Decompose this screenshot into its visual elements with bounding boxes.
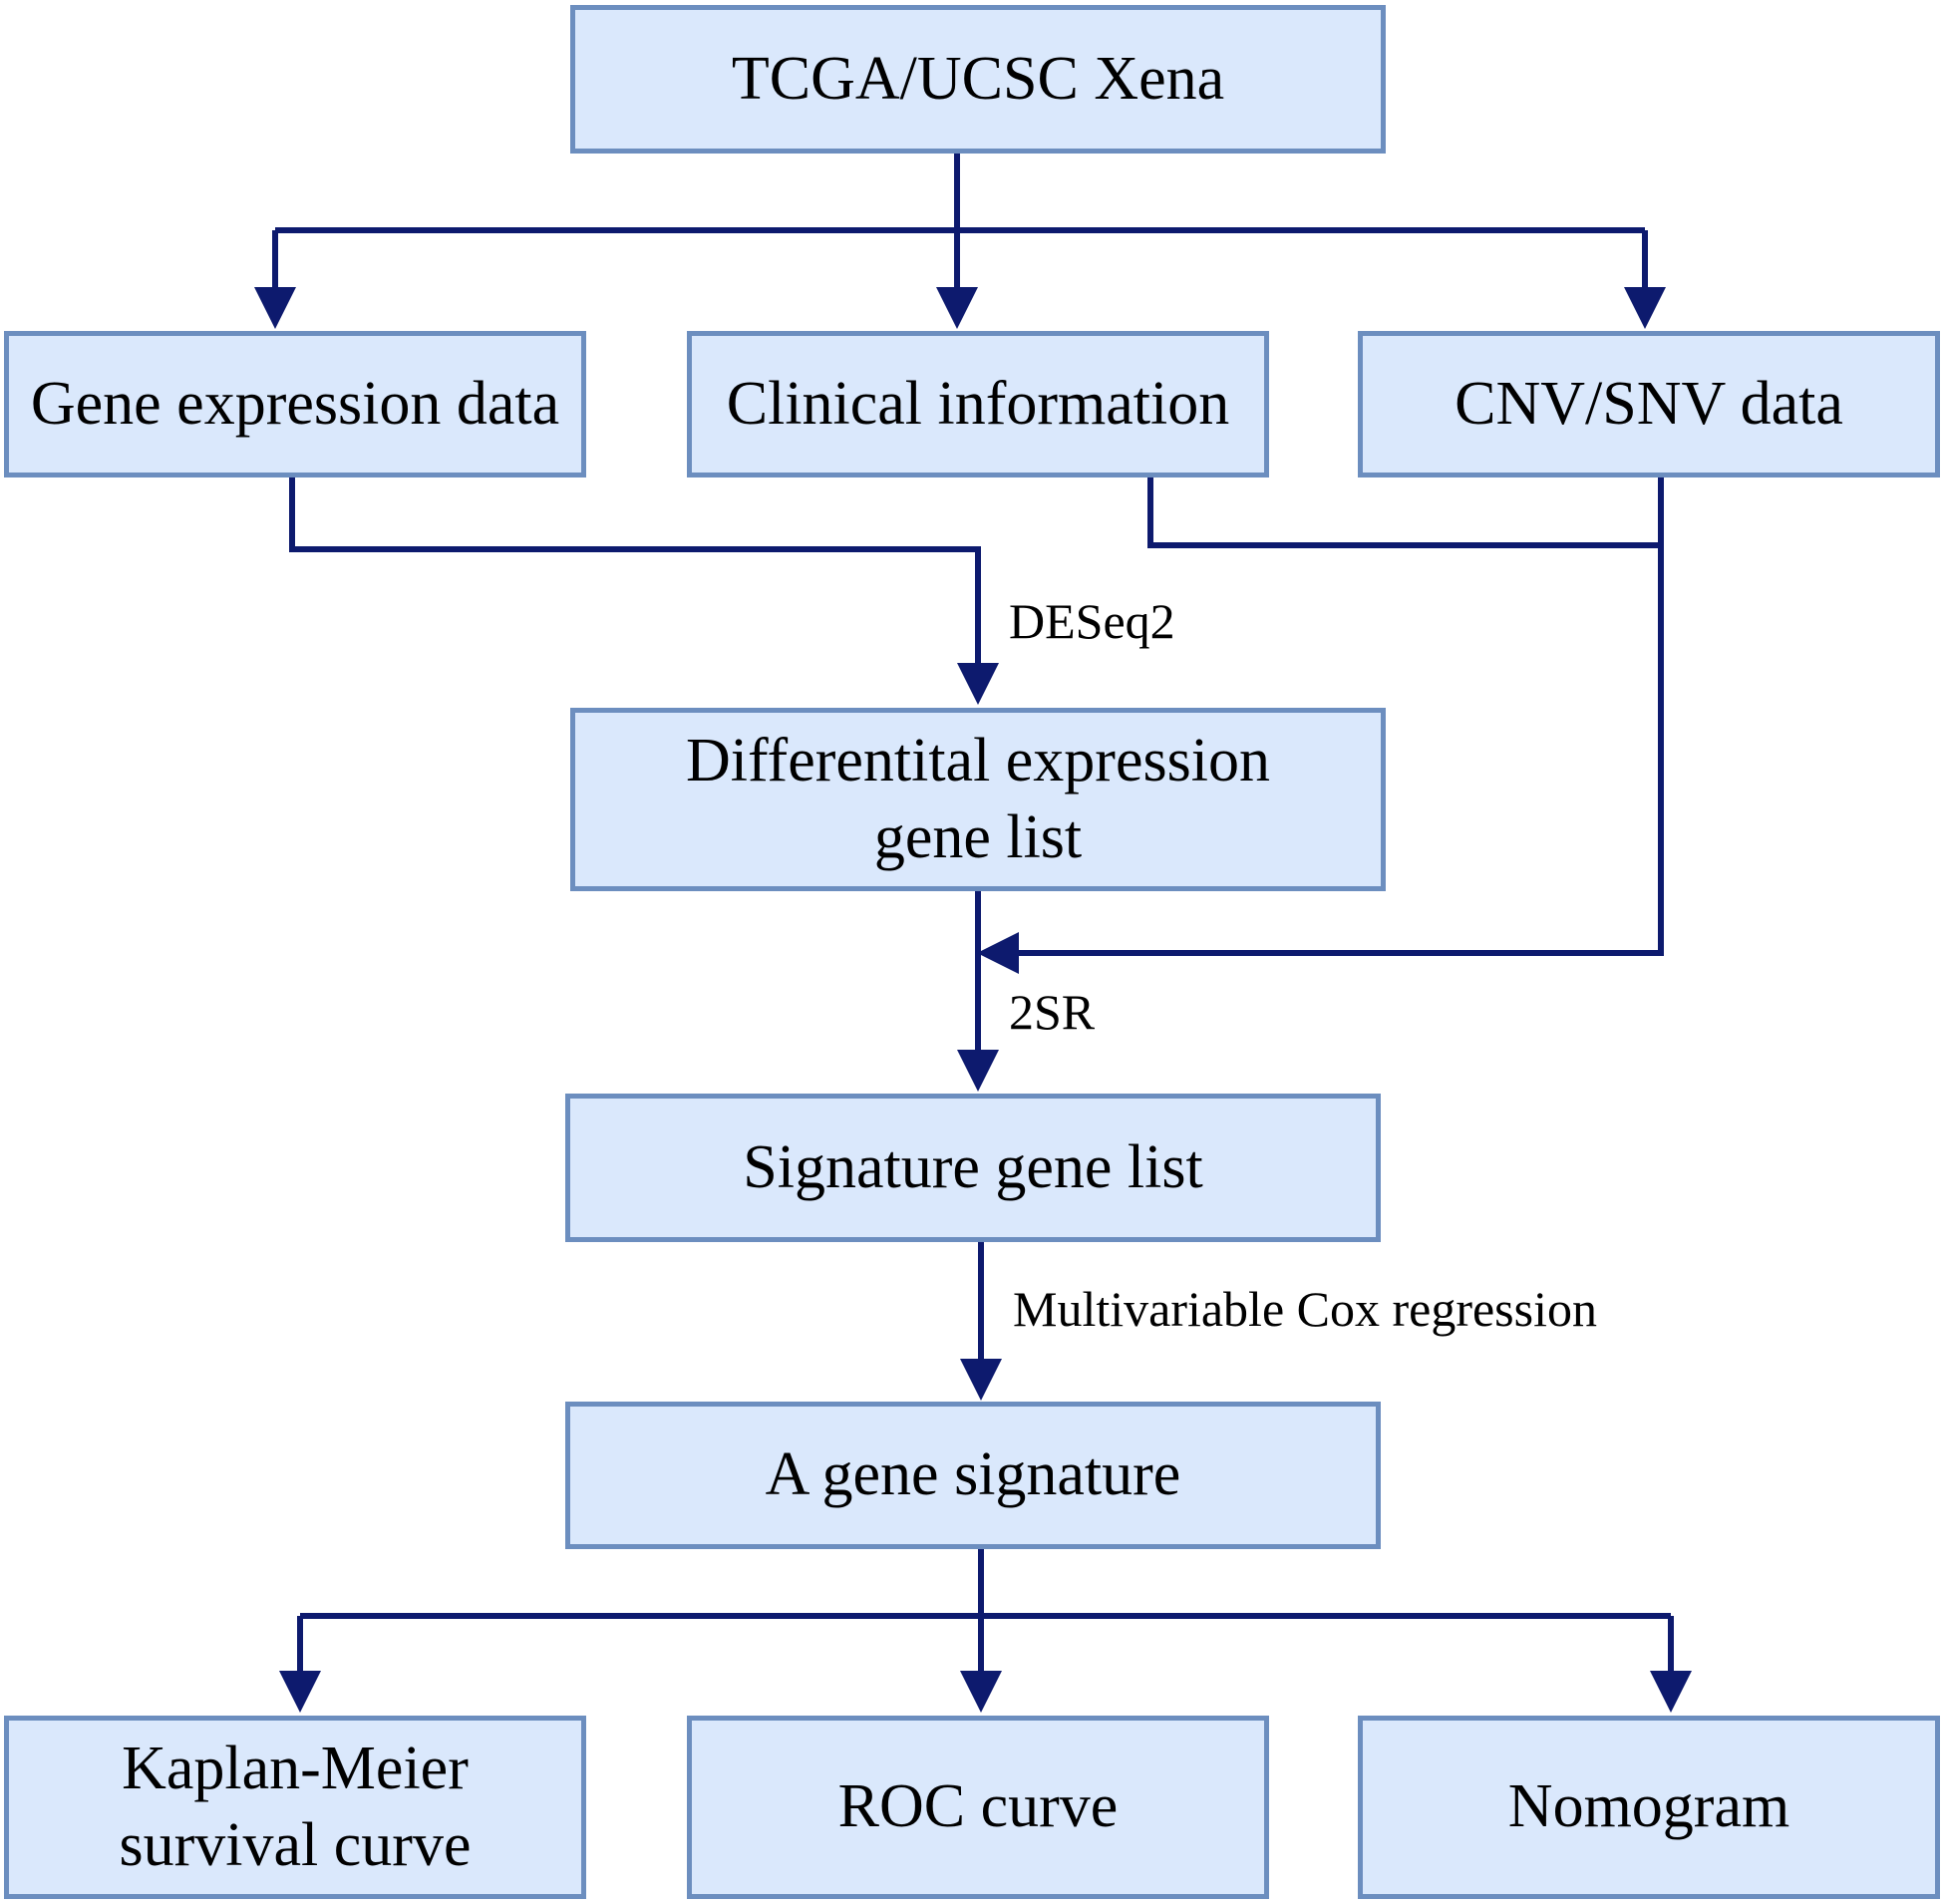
arrowhead-to-nomogram bbox=[1650, 1671, 1692, 1713]
node-kaplan-meier-survival-curve: Kaplan-Meier survival curve bbox=[4, 1716, 586, 1899]
node-nomogram: Nomogram bbox=[1358, 1716, 1940, 1899]
node-label-line-2: survival curve bbox=[119, 1811, 472, 1879]
node-label-line-1: Kaplan-Meier bbox=[122, 1734, 469, 1802]
node-label-line-1: Differentital expression bbox=[686, 726, 1270, 794]
arrowhead-to-gene-signature bbox=[960, 1359, 1002, 1401]
node-label-line-2: gene list bbox=[873, 803, 1083, 871]
arrowhead-merge-into-2sr bbox=[977, 932, 1019, 974]
arrowhead-to-clinical bbox=[936, 287, 978, 329]
arrowhead-to-roc bbox=[960, 1671, 1002, 1713]
node-label-group: Differentital expression gene list bbox=[686, 723, 1270, 877]
connector-clinical-merge bbox=[1147, 476, 1661, 548]
node-label: Signature gene list bbox=[743, 1132, 1203, 1201]
node-cnv-snv-data: CNV/SNV data bbox=[1358, 331, 1940, 477]
node-a-gene-signature: A gene signature bbox=[565, 1402, 1381, 1549]
arrowhead-to-deg-list bbox=[957, 663, 999, 705]
connector-cnv-snv-down bbox=[1007, 476, 1664, 956]
node-label-group: Kaplan-Meier survival curve bbox=[120, 1731, 472, 1885]
node-signature-gene-list: Signature gene list bbox=[565, 1094, 1381, 1242]
arrowhead-to-cnv-snv bbox=[1624, 287, 1666, 329]
arrowhead-to-gene-expression bbox=[254, 287, 296, 329]
node-label: ROC curve bbox=[837, 1772, 1119, 1841]
edge-label-2sr: 2SR bbox=[1009, 984, 1096, 1040]
node-gene-expression-data: Gene expression data bbox=[4, 331, 586, 477]
arrowhead-to-signature-list bbox=[957, 1050, 999, 1092]
node-clinical-information: Clinical information bbox=[687, 331, 1269, 477]
node-roc-curve: ROC curve bbox=[687, 1716, 1269, 1899]
connector-gene-expression-to-deg bbox=[289, 476, 981, 675]
node-differential-expression-gene-list: Differentital expression gene list bbox=[570, 708, 1386, 891]
node-label: Clinical information bbox=[726, 369, 1230, 438]
node-label: A gene signature bbox=[765, 1440, 1181, 1509]
node-tcga-ucsc-xena: TCGA/UCSC Xena bbox=[570, 5, 1386, 154]
edge-label-multivariable-cox-regression: Multivariable Cox regression bbox=[1013, 1281, 1597, 1337]
arrowhead-to-km bbox=[279, 1671, 321, 1713]
edge-label-deseq2: DESeq2 bbox=[1009, 593, 1175, 649]
node-label: Nomogram bbox=[1507, 1772, 1790, 1841]
node-label: TCGA/UCSC Xena bbox=[731, 44, 1225, 113]
node-label: CNV/SNV data bbox=[1455, 369, 1843, 438]
node-label: Gene expression data bbox=[30, 369, 560, 438]
